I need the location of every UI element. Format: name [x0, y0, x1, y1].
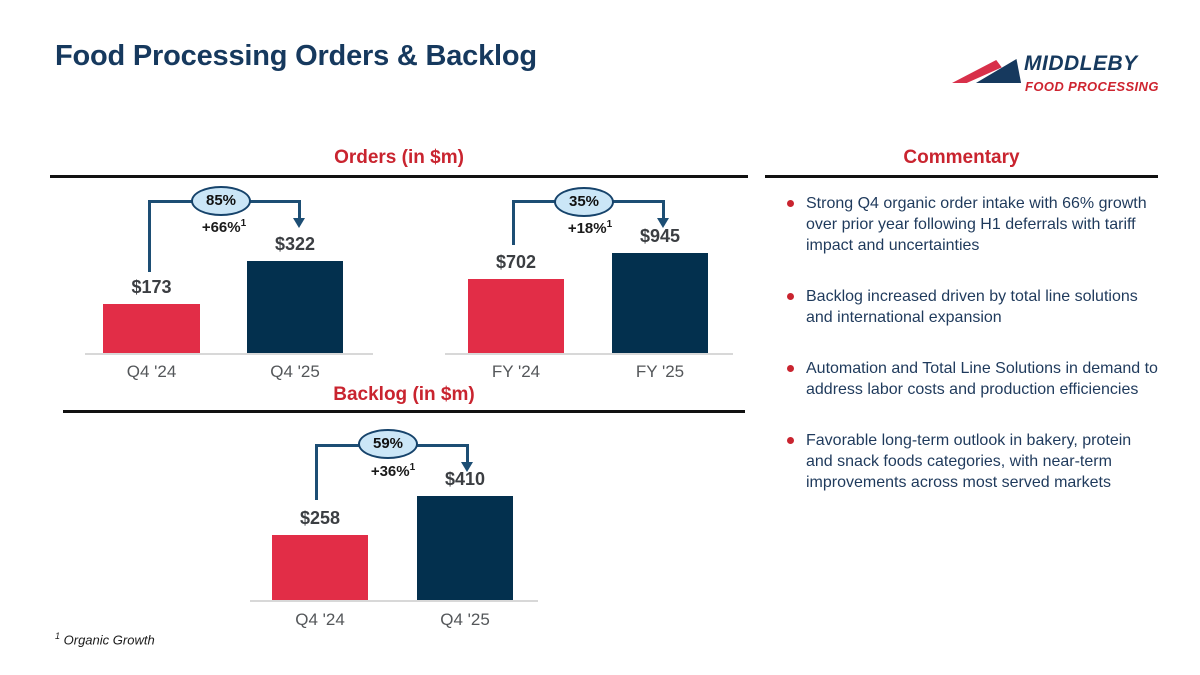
backlog-chart: $258 $410 Q4 '24 Q4 '25 59% +36%1 [250, 429, 538, 629]
middleby-logo: MIDDLEBY FOOD PROCESSING [952, 50, 1164, 102]
bar-value-label: $410 [444, 469, 486, 489]
backlog-section-title: Backlog (in $m) [333, 384, 475, 405]
commentary-section-title: Commentary [903, 147, 1020, 168]
organic-growth-label: +66%1 [201, 218, 247, 236]
bracket-line [466, 444, 469, 462]
bar-value-label: $173 [131, 277, 172, 297]
orders-q4-chart: $173 $322 Q4 '24 Q4 '25 85% +66%1 [85, 185, 373, 383]
category-label: Q4 '25 [440, 610, 490, 629]
bracket-line [148, 200, 151, 272]
commentary-bullet: Backlog increased driven by total line s… [782, 286, 1162, 328]
arrow-down-icon [293, 218, 305, 228]
bar-value-label: $322 [274, 234, 316, 254]
organic-growth-label: +36%1 [370, 462, 416, 480]
bracket-line [315, 444, 318, 500]
axis-baseline [85, 353, 373, 355]
bar-q4-25 [247, 261, 343, 353]
bracket-line [512, 200, 515, 245]
middleby-swoosh-icon [952, 59, 1022, 83]
bar-value-label: $258 [299, 508, 341, 528]
logo-subtitle: FOOD PROCESSING [1025, 79, 1159, 94]
axis-baseline [250, 600, 538, 602]
bar-fy-24 [468, 279, 564, 353]
bracket-line [662, 200, 665, 218]
axis-baseline [445, 353, 733, 355]
bar-value-label: $702 [495, 252, 537, 272]
category-label: Q4 '24 [295, 610, 345, 629]
total-growth-badge: 35% [554, 187, 614, 217]
total-growth-badge: 59% [358, 429, 418, 459]
arrow-down-icon [657, 218, 669, 228]
commentary-divider [765, 175, 1158, 178]
orders-divider [50, 175, 748, 178]
bar-value-label: $945 [639, 226, 681, 246]
commentary-bullet: Strong Q4 organic order intake with 66% … [782, 193, 1162, 256]
bar-backlog-q4-24 [272, 535, 368, 600]
category-label: FY '25 [635, 362, 685, 381]
bar-backlog-q4-25 [417, 496, 513, 600]
category-label: FY '24 [491, 362, 541, 381]
bracket-line [298, 200, 301, 218]
organic-growth-label: +18%1 [567, 219, 613, 237]
backlog-divider [63, 410, 745, 413]
orders-section-title: Orders (in $m) [334, 147, 464, 168]
commentary-bullet: Favorable long-term outlook in bakery, p… [782, 430, 1162, 493]
orders-fy-chart: $702 $945 FY '24 FY '25 35% +18%1 [445, 185, 733, 383]
commentary-list: Strong Q4 organic order intake with 66% … [782, 193, 1162, 493]
footnote: 1 Organic Growth [55, 631, 155, 648]
category-label: Q4 '24 [126, 362, 177, 381]
arrow-down-icon [461, 462, 473, 472]
bar-fy-25 [612, 253, 708, 353]
category-label: Q4 '25 [270, 362, 320, 381]
bar-q4-24 [103, 304, 200, 353]
page-title: Food Processing Orders & Backlog [55, 40, 537, 72]
commentary-bullet: Automation and Total Line Solutions in d… [782, 358, 1162, 400]
total-growth-badge: 85% [191, 186, 251, 216]
logo-name: MIDDLEBY [1024, 52, 1138, 75]
